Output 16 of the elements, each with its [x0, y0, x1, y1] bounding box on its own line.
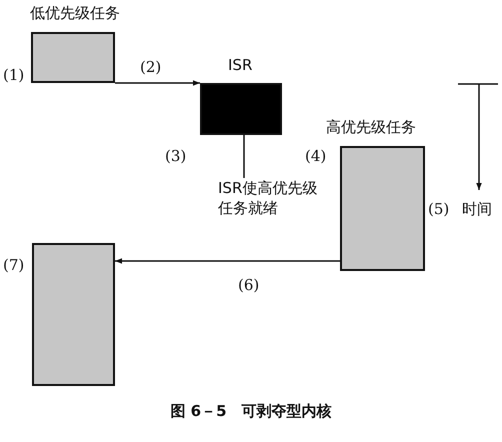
task-heading: 高优先级任务 — [326, 118, 416, 137]
leader-line — [243, 135, 245, 178]
time-label: 时间 — [462, 200, 492, 219]
step-number: (1) — [3, 66, 24, 84]
step-number: (3) — [165, 147, 186, 165]
box-heading: ISR — [228, 56, 252, 74]
task-heading: 低优先级任务 — [30, 4, 120, 23]
edge-label: (2) — [140, 58, 162, 76]
arrow — [115, 258, 340, 264]
arrow — [115, 80, 200, 86]
note-text: ISR使高优先级任务就绪 — [218, 178, 318, 218]
edge-label: (6) — [238, 276, 260, 294]
step-number: (4) — [305, 147, 326, 165]
step-number: (7) — [3, 256, 24, 274]
figure-caption: 图 6－5 可剥夺型内核 — [169, 402, 333, 421]
step-number: (5) — [428, 200, 450, 218]
